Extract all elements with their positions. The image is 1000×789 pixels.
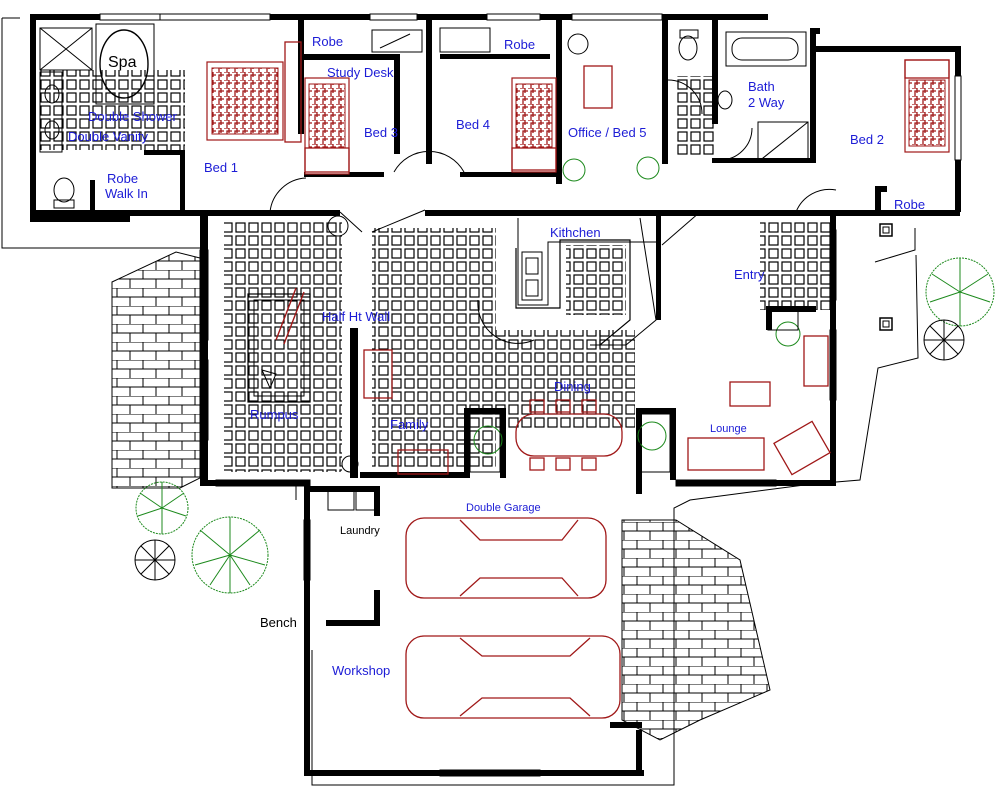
label-entry: Entry bbox=[734, 267, 765, 282]
living-furniture bbox=[363, 335, 831, 476]
kitchen-bench bbox=[515, 217, 657, 347]
label-robe-top-left: Robe bbox=[312, 34, 344, 49]
label-bed3: Bed 3 bbox=[364, 125, 398, 140]
paving-left bbox=[111, 251, 201, 489]
label-bath-1: Bath bbox=[748, 79, 775, 94]
cars bbox=[405, 517, 621, 719]
windows bbox=[99, 13, 962, 777]
label-spa: Spa bbox=[108, 54, 137, 71]
outdoor-fixtures bbox=[879, 223, 893, 331]
bathroom-fixtures bbox=[39, 23, 809, 511]
beds bbox=[206, 41, 950, 175]
label-rumpus: Rumpus bbox=[250, 407, 299, 422]
label-robe-walk-in-1: Robe bbox=[107, 171, 139, 186]
label-double-shower: Double Shower bbox=[88, 109, 177, 124]
label-robe-top-mid: Robe bbox=[504, 37, 536, 52]
label-bench: Bench bbox=[260, 615, 297, 630]
label-workshop: Workshop bbox=[332, 663, 391, 678]
pool-table bbox=[247, 287, 311, 403]
floor-tiles bbox=[40, 70, 830, 472]
label-bed4: Bed 4 bbox=[456, 117, 490, 132]
label-robe-walk-in-2: Walk In bbox=[105, 186, 148, 201]
label-kitchen: Kithchen bbox=[550, 225, 601, 240]
plants bbox=[134, 33, 995, 594]
label-office: Office / Bed 5 bbox=[568, 125, 647, 140]
label-bed2: Bed 2 bbox=[850, 132, 884, 147]
label-dining: Dining bbox=[554, 379, 591, 394]
label-bath-2: 2 Way bbox=[748, 95, 785, 110]
label-study-desk: Study Desk bbox=[327, 65, 394, 80]
label-lounge: Lounge bbox=[710, 423, 747, 435]
paving-right bbox=[621, 519, 771, 741]
label-laundry: Laundry bbox=[340, 525, 380, 537]
doors bbox=[269, 79, 837, 344]
label-bed1: Bed 1 bbox=[204, 160, 238, 175]
label-double-vanity: Double Vanity bbox=[68, 129, 148, 144]
label-family: Family bbox=[390, 417, 429, 432]
label-robe-bed2: Robe bbox=[894, 197, 926, 212]
label-half-ht-wall: Half Ht Wall bbox=[322, 309, 391, 324]
walls bbox=[30, 14, 961, 776]
label-double-garage: Double Garage bbox=[466, 502, 541, 514]
